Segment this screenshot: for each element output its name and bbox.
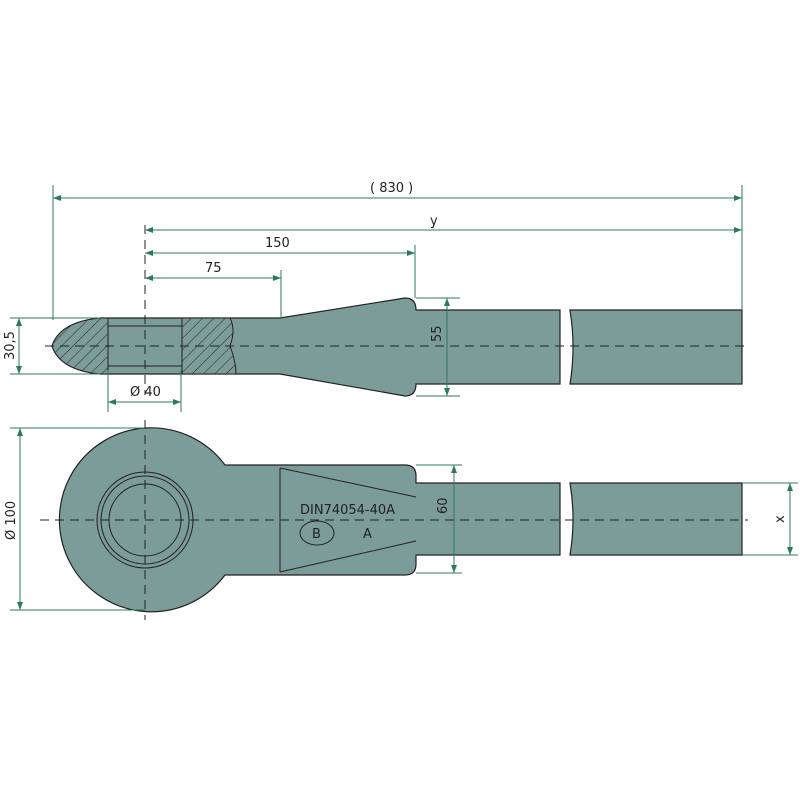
side-view — [45, 225, 748, 397]
dim-x: x — [773, 515, 788, 523]
dim-thickness: 30,5 — [3, 331, 18, 360]
dimensions: ( 830 ) y 150 75 30,5 Ø 40 55 Ø 100 60 x — [3, 181, 798, 611]
dim-75: 75 — [205, 261, 222, 276]
din-marking: DIN74054-40A — [300, 503, 395, 518]
mark-b: B — [312, 527, 321, 542]
dim-bore: Ø 40 — [130, 385, 161, 400]
dim-y: y — [430, 214, 438, 229]
dim-150: 150 — [265, 236, 290, 251]
dim-overall: ( 830 ) — [370, 181, 413, 196]
mark-a: A — [363, 527, 372, 542]
dim-55: 55 — [430, 325, 445, 342]
top-view: DIN74054-40A B A — [40, 420, 748, 620]
dim-eye-diameter: Ø 100 — [4, 501, 19, 540]
dim-60: 60 — [436, 497, 451, 514]
mark-b-oval — [299, 520, 335, 546]
